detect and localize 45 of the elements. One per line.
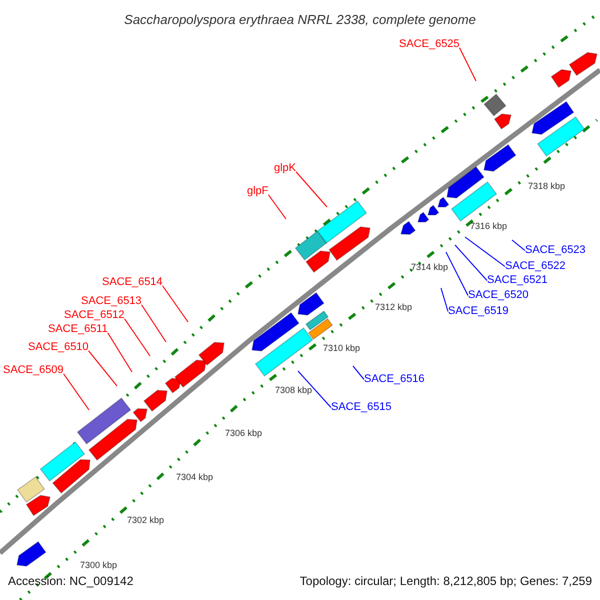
leader-line xyxy=(141,304,166,342)
gene-label: SACE_6520 xyxy=(468,289,529,302)
gene-label: SACE_6511 xyxy=(48,323,108,336)
leader-line xyxy=(162,285,188,322)
gene-label: SACE_6523 xyxy=(525,244,586,257)
leader-line xyxy=(88,350,118,386)
scale-label: 7304 kbp xyxy=(176,472,214,483)
gene-label: SACE_6521 xyxy=(487,274,548,287)
leader-line xyxy=(454,244,488,281)
leader-line xyxy=(464,236,506,267)
scale-label: 7302 kbp xyxy=(127,515,164,526)
gene-label: glpF xyxy=(247,185,268,198)
gene-label: SACE_6509 xyxy=(3,364,64,377)
gene-label: SACE_6510 xyxy=(28,341,89,354)
gene-label: SACE_6516 xyxy=(364,373,425,386)
scale-label: 7300 kbp xyxy=(80,560,118,571)
leader-line xyxy=(298,370,332,408)
scale-label: 7306 kbp xyxy=(225,428,262,439)
scale-label: 7312 kbp xyxy=(375,302,412,313)
genome-summary-text: Topology: circular; Length: 8,212,805 bp; Genes: 7,259 xyxy=(300,573,592,590)
gene-label: SACE_6514 xyxy=(102,276,163,289)
gene-label: glpK xyxy=(274,162,296,175)
leader-line xyxy=(446,252,468,296)
leader-line xyxy=(63,373,90,410)
scale-label: 7316 kbp xyxy=(470,221,508,232)
scale-label: 7310 kbp xyxy=(323,343,360,354)
leader-line xyxy=(268,194,286,220)
gene-label: SACE_6519 xyxy=(448,305,509,318)
gene-label: SACE_6515 xyxy=(331,401,392,414)
scale-label: 7308 kbp xyxy=(275,385,312,396)
leader-line xyxy=(512,240,526,251)
leader-line xyxy=(296,171,328,208)
leader-line xyxy=(107,332,132,372)
gene-label: SACE_6522 xyxy=(505,260,566,273)
scale-label: 7318 kbp xyxy=(528,181,566,192)
gene-label: SACE_6512 xyxy=(64,309,125,322)
leader-line xyxy=(459,47,476,82)
gene-label: SACE_6513 xyxy=(81,295,142,308)
gene-label: SACE_6525 xyxy=(399,38,460,51)
leader-line xyxy=(440,288,448,312)
accession-text: Accession: NC_009142 xyxy=(8,573,134,590)
leader-line xyxy=(352,366,364,380)
diagram-title: Saccharopolyspora erythraea NRRL 2338, complete genome xyxy=(123,11,477,29)
leader-line xyxy=(124,318,150,356)
scale-label: 7314 kbp xyxy=(411,262,448,273)
